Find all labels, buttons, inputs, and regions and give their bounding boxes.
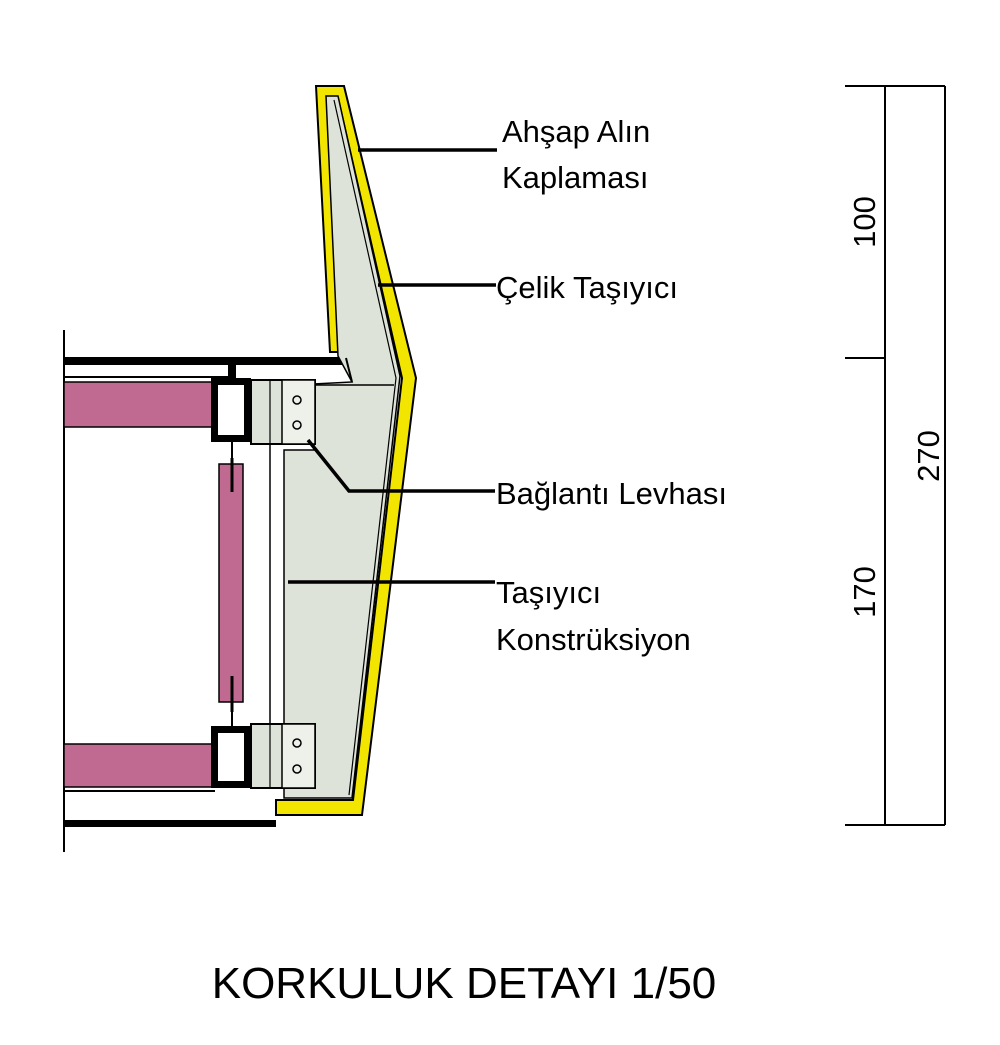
label-carrier-construction-line1: Taşıyıcı — [496, 575, 601, 610]
carrier-construction-panel — [283, 95, 401, 799]
leader-connection-plate — [306, 438, 495, 493]
bolt-icon — [292, 738, 302, 748]
label-carrier-construction-line2: Konstrüksiyon — [496, 622, 691, 657]
dimension-lines — [845, 85, 946, 826]
label-connection-plate: Bağlantı Levhası — [496, 476, 727, 511]
steel-box-profiles — [211, 362, 251, 788]
timber-beam-upper — [63, 381, 215, 428]
steel-carrier-line — [333, 99, 397, 796]
bolt-icon — [292, 395, 302, 405]
dimension-total: 270 — [911, 430, 946, 482]
connection-plate-upper — [250, 379, 316, 445]
label-wood-facing-line1: Ahşap Alın — [502, 114, 650, 149]
drawing-title: KORKULUK DETAYI 1/50 — [212, 959, 717, 1008]
timber-beam-lower — [63, 743, 215, 788]
bolt-icon — [292, 764, 302, 774]
label-wood-facing-line2: Kaplaması — [502, 160, 648, 195]
leader-lines — [288, 148, 497, 584]
connection-plate-lower — [250, 723, 316, 789]
label-steel-carrier: Çelik Taşıyıcı — [496, 270, 678, 305]
dimension-upper: 100 — [847, 196, 882, 248]
bolt-icon — [292, 420, 302, 430]
timber-beams — [63, 381, 244, 788]
timber-post — [218, 463, 244, 703]
dimension-lower: 170 — [847, 566, 882, 618]
